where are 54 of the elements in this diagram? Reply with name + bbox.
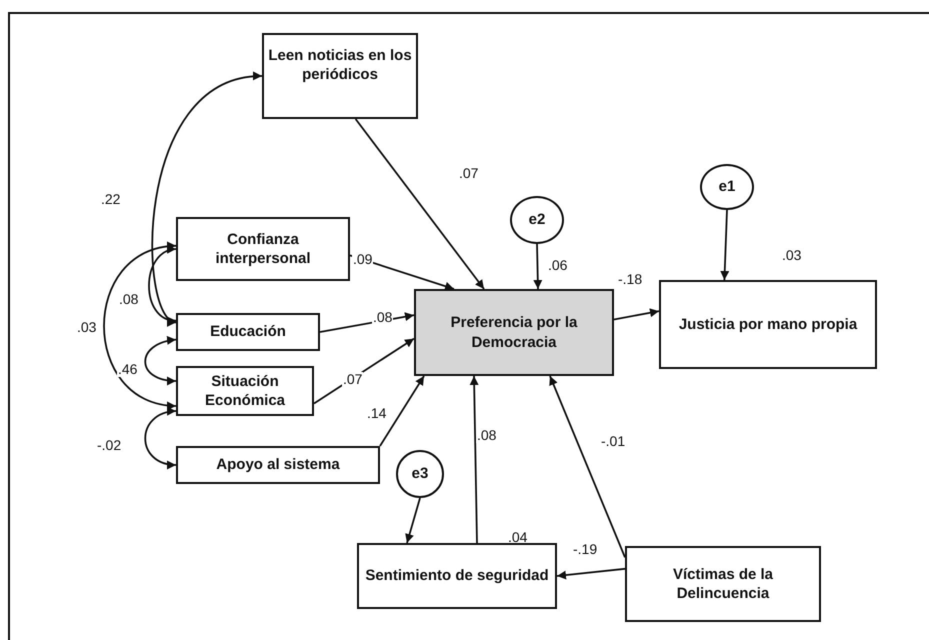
variable-name: Confianza interpersonal [214,230,312,268]
variable-name: Educación [210,322,286,342]
variable-name: Leen noticias en los periódicos [267,46,413,84]
variable-name: e2 [528,210,546,230]
edge-label: -.01 [600,434,626,450]
variable-box [414,289,614,376]
variable-name: Preferencia por la Democracia [450,313,578,352]
correlation-arrow [144,336,176,385]
edge-label: .09 [352,252,374,268]
variable-box [176,313,320,351]
error-term-circle [510,196,564,244]
arrow [350,254,454,291]
arrow [405,498,421,544]
variable-name: Apoyo al sistema [216,455,340,475]
variable-box [262,33,418,119]
edge-label: -.02 [96,438,122,454]
correlation-arrow [103,242,176,410]
correlation-arrow [148,246,176,324]
arrow [354,118,485,290]
edge-label: .07 [458,166,480,182]
variable-name: Sentimiento de seguridad [365,566,549,586]
variable-name: Situación Económica [204,372,286,410]
variable-box [659,280,877,369]
edge-label: .07 [342,372,364,388]
arrow [556,568,626,580]
variable-name: e3 [412,464,428,484]
variable-name: e1 [718,177,736,197]
error-term-circle [700,164,754,210]
r-squared-value: .03 [782,248,802,264]
r-squared-value: .06 [548,258,568,274]
arrow [379,376,425,446]
edge-label: .08 [118,292,140,308]
correlation-arrow [144,408,176,468]
arrow [314,338,414,404]
edge-label: -.19 [572,542,598,558]
edge-label: -.18 [617,272,644,288]
variable-box [176,446,380,484]
variable-box [625,546,821,622]
variable-box [357,543,557,609]
edge-label: .08 [476,428,498,444]
variable-box [176,366,314,416]
error-term-circle [396,450,444,498]
edge-label: .46 [117,362,138,378]
arrow [720,210,730,280]
variable-name: Víctimas de la Delincuencia [672,564,774,604]
arrow [470,376,479,544]
r-squared-value: .04 [508,530,528,546]
edge-label: .03 [76,320,98,336]
arrow [533,244,542,290]
variable-name: Justicia por mano propia [678,314,858,334]
arrow [549,376,626,558]
edge-label: .08 [372,310,394,326]
variable-box [176,217,350,281]
arrow [614,308,660,320]
